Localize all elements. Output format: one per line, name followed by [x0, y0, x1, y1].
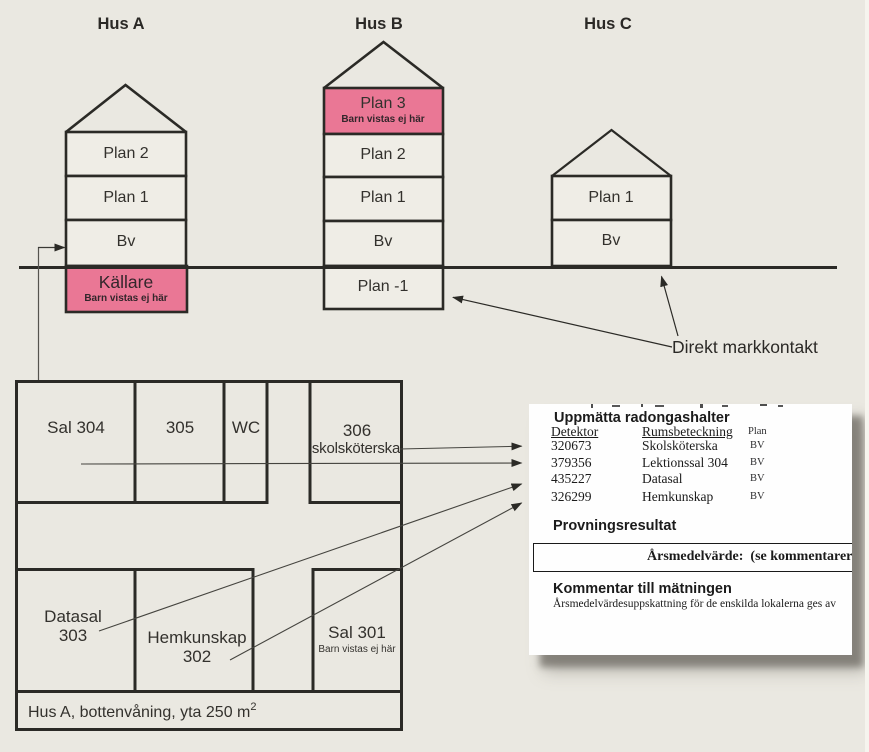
svg-text:305: 305 [166, 418, 194, 437]
svg-text:Sal 301: Sal 301 [328, 623, 386, 642]
svg-text:Plan 1: Plan 1 [103, 189, 148, 206]
svg-text:Hus C: Hus C [584, 15, 632, 33]
svg-text:Hus A, bottenvåning, yta 250 m: Hus A, bottenvåning, yta 250 m2 [28, 701, 256, 721]
svg-text:302: 302 [183, 647, 211, 666]
svg-text:Hus A: Hus A [97, 15, 144, 33]
svg-text:Direkt markkontakt: Direkt markkontakt [672, 337, 818, 357]
svg-text:303: 303 [59, 626, 87, 645]
svg-text:Plan 1: Plan 1 [588, 189, 633, 206]
svg-text:Bv: Bv [117, 233, 136, 250]
svg-text:Plan 2: Plan 2 [360, 146, 405, 163]
svg-text:Plan 2: Plan 2 [103, 145, 148, 162]
svg-text:Plan 3: Plan 3 [360, 95, 405, 112]
svg-text:Barn vistas ej här: Barn vistas ej här [341, 114, 424, 125]
svg-text:306: 306 [343, 421, 371, 440]
svg-text:Plan -1: Plan -1 [358, 278, 409, 295]
svg-text:Datasal: Datasal [44, 607, 102, 626]
svg-text:Källare: Källare [99, 272, 153, 292]
svg-text:Sal 304: Sal 304 [47, 418, 105, 437]
svg-text:Barn vistas ej här: Barn vistas ej här [84, 293, 167, 304]
svg-text:WC: WC [232, 418, 260, 437]
svg-text:Hemkunskap: Hemkunskap [147, 628, 246, 647]
svg-text:skolsköterska: skolsköterska [312, 440, 401, 457]
svg-text:Hus B: Hus B [355, 15, 403, 33]
svg-text:Barn vistas ej här: Barn vistas ej här [318, 644, 396, 655]
svg-text:Plan 1: Plan 1 [360, 189, 405, 206]
svg-text:Bv: Bv [602, 232, 621, 249]
svg-text:Bv: Bv [374, 233, 393, 250]
